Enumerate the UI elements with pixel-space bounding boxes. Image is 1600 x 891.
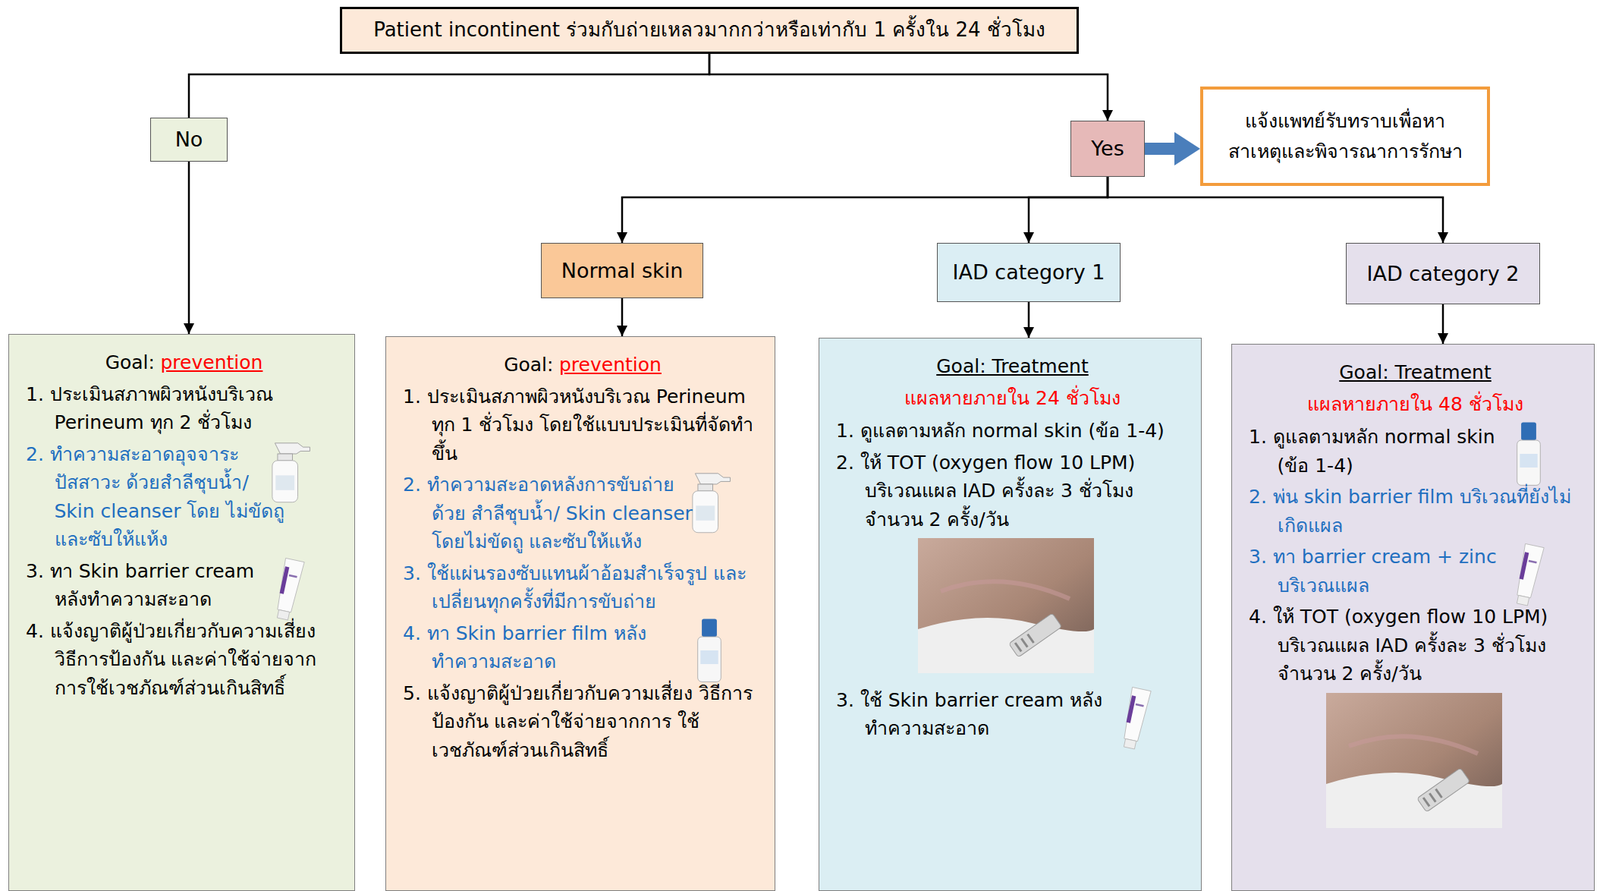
list-item: 1. ประเมินสภาพผิวหนังบริเวณ Perineum ทุก… <box>25 383 274 434</box>
product-icon <box>293 553 341 623</box>
connector <box>622 176 1108 243</box>
connector <box>621 298 624 337</box>
product-icon <box>293 436 341 506</box>
node-label: แจ้งแพทย์รับทราบเพื่อหา สาเหตุและพิจารณา… <box>1228 110 1463 163</box>
list-item: 2. ทำความสะอาดหลังการขับถ่ายด้วย สำลีชุบ… <box>402 473 693 553</box>
goal-heading: prevention <box>559 353 662 376</box>
list-item: 5. แจ้งญาติผู้ป่วยเกี่ยวกับความเสี่ยง วิ… <box>402 682 753 761</box>
goal-heading: แผลหายภายใน 48 ชั่วโมง <box>1307 392 1524 415</box>
node-label: Yes <box>1090 136 1125 161</box>
node-label: No <box>175 127 204 151</box>
start-box: Patient incontinent ร่วมกับถ่ายเหลวมากกว… <box>339 6 1079 54</box>
list-item: 3. ทา barrier cream + zinc บริเวณแผล <box>1248 545 1497 597</box>
connector <box>1107 176 1443 243</box>
list-item: 3. ทา Skin barrier cream หลังทำความสะอาด <box>25 559 255 611</box>
list-item: 3. ใช้แผ่นรองซับแทนผ้าอ้อมสำเร็จรูป และ … <box>402 562 747 613</box>
connector <box>1028 176 1108 243</box>
category-box: Normal skin <box>540 242 704 299</box>
decision-box: No <box>150 117 228 162</box>
goal-heading: Goal: <box>503 353 554 376</box>
connector <box>1144 142 1178 155</box>
goal-heading: Goal: Treatment <box>936 355 1089 378</box>
list-item: 4. แจ้งญาติผู้ป่วยเกี่ยวกับความเสี่ยง วิ… <box>25 619 317 699</box>
list-item: 1. ดูแลตามหลัก normal skin (ข้อ 1-4) <box>1248 425 1496 477</box>
connector <box>1442 304 1445 344</box>
list-item: 2. ให้ TOT (oxygen flow 10 LPM) บริเวณแผ… <box>836 451 1135 531</box>
goal-heading: Goal: <box>105 351 155 374</box>
category-box: IAD category 2 <box>1345 242 1541 305</box>
connector <box>188 53 710 118</box>
care-panel: Goal: Treatment แผลหายภายใน 24 ชั่วโมง 1. … <box>818 337 1202 891</box>
list-item: 4. ให้ TOT (oxygen flow 10 LPM) บริเวณแผ… <box>1248 605 1548 685</box>
product-icon <box>1140 682 1188 752</box>
node-label: Normal skin <box>561 258 684 283</box>
node-label: Patient incontinent ร่วมกับถ่ายเหลวมากกว… <box>373 18 1046 41</box>
connector <box>188 161 191 334</box>
connector <box>709 53 1108 121</box>
category-box: IAD category 1 <box>936 242 1121 302</box>
node-label: IAD category 1 <box>952 260 1106 284</box>
connector <box>1027 301 1031 338</box>
list-item: 1. ดูแลตามหลัก normal skin (ข้อ 1-4) <box>836 419 1165 442</box>
care-panel: Goal:prevention 1. ประเมินสภาพผิวหนังบริเ… <box>8 333 356 891</box>
product-icon <box>713 616 761 685</box>
list-item: 2. พ่น skin barrier film บริเวณที่ยังไม่… <box>1248 485 1572 537</box>
goal-heading: Goal: Treatment <box>1339 361 1492 384</box>
decision-box: Yes <box>1070 120 1145 177</box>
list-item: 2. ทำความสะอาดอุจจาระ ปัสสาวะ ด้วยสำลีชุ… <box>25 443 285 551</box>
wound-photo <box>1326 692 1583 837</box>
care-panel: Goal:prevention 1. ประเมินสภาพผิวหนังบริเ… <box>385 336 776 891</box>
list-item: 4. ทา Skin barrier film หลังทำความสะอาด <box>402 622 647 673</box>
product-icon <box>1533 419 1581 488</box>
list-item: 3. ใช้ Skin barrier cream หลังทำความสะอา… <box>836 688 1103 740</box>
node-label: IAD category 2 <box>1367 261 1520 286</box>
goal-heading: แผลหายภายใน 24 ชั่วโมง <box>904 386 1121 409</box>
wound-photo <box>917 537 1190 682</box>
product-icon <box>713 467 761 536</box>
goal-heading: prevention <box>160 351 263 374</box>
note-box: แจ้งแพทย์รับทราบเพื่อหา สาเหตุและพิจารณา… <box>1200 86 1490 186</box>
product-icon <box>1533 539 1581 608</box>
list-item: 1. ประเมินสภาพผิวหนังบริเวณ Perineum ทุก… <box>402 385 754 465</box>
care-panel: Goal: Treatment แผลหายภายใน 48 ชั่วโมง 1. … <box>1231 343 1595 891</box>
